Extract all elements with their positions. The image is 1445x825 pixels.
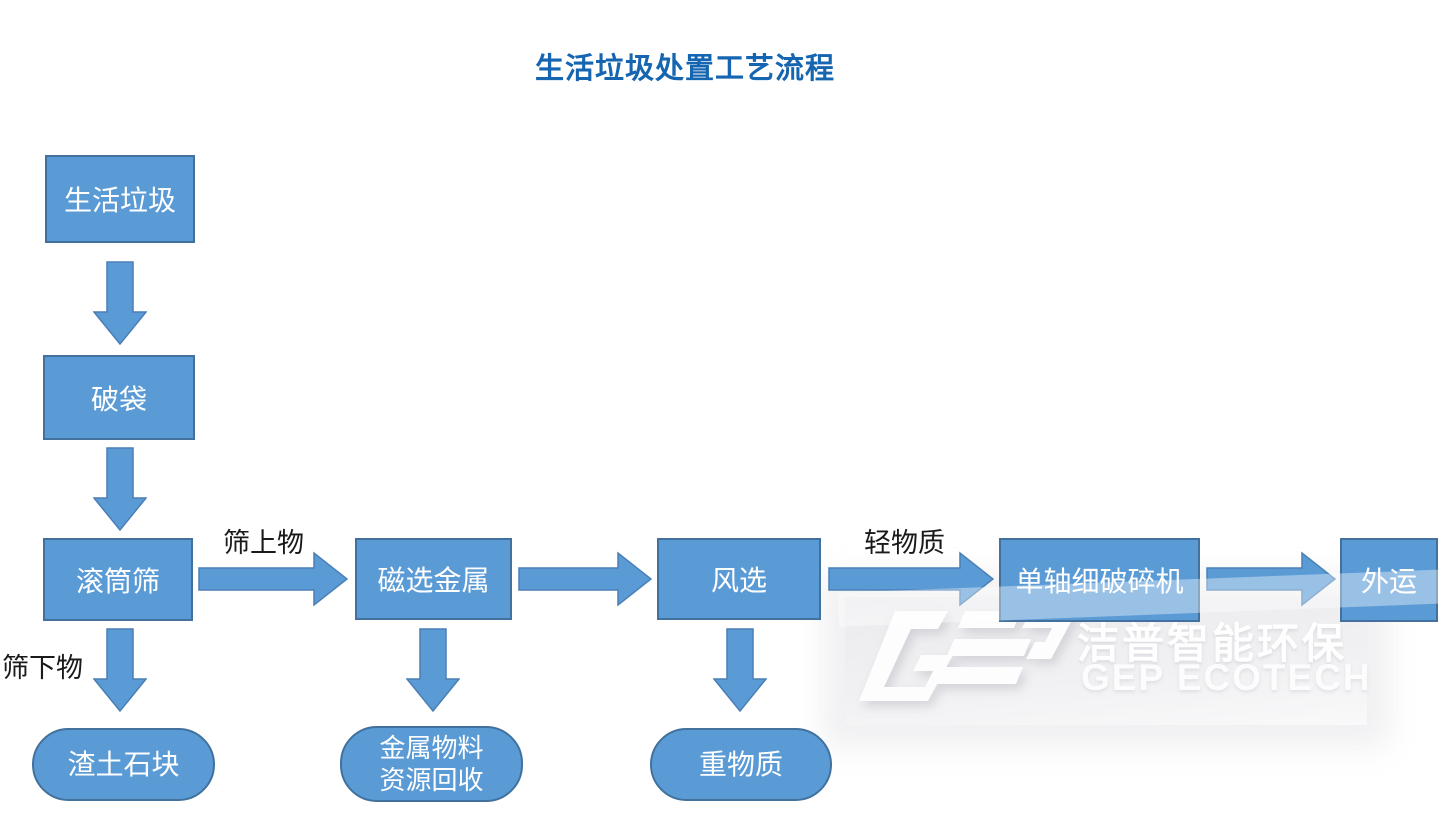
node-label: 滚筒筛 — [75, 565, 160, 597]
watermark-cn-text: 洁普智能环保 — [1077, 620, 1348, 667]
arrow-right-trommel-to-magnetic — [198, 551, 348, 607]
arrow-right-shredder-to-transport — [1206, 551, 1336, 607]
node-outbound-transport: 外运 — [1340, 538, 1438, 622]
terminal-slag-stones: 渣土石块 — [32, 728, 215, 801]
edge-label-sieve-overflow: 筛上物 — [223, 528, 304, 558]
arrow-down-waste-to-bagbreak — [93, 261, 147, 345]
terminal-label: 渣土石块 — [67, 748, 180, 780]
arrow-down-bagbreak-to-trommel — [93, 447, 147, 531]
arrow-down-magnetic-to-metal — [406, 628, 460, 712]
arrow-down-airsep-to-heavy — [713, 628, 767, 712]
edge-label-light-material: 轻物质 — [864, 528, 945, 558]
arrow-down-trommel-to-slag — [93, 628, 147, 712]
node-label: 破袋 — [90, 383, 147, 415]
terminal-heavy-material: 重物质 — [650, 728, 832, 801]
arrow-right-airsep-to-shredder — [828, 551, 994, 607]
node-air-separation: 风选 — [657, 538, 821, 620]
node-label: 生活垃圾 — [63, 185, 176, 216]
arrow-right-magnetic-to-airsep — [518, 551, 652, 607]
node-label: 磁选金属 — [377, 565, 490, 596]
terminal-label-line1: 金属物料 — [379, 732, 484, 763]
node-single-shaft-shredder: 单轴细破碎机 — [999, 538, 1200, 622]
node-label: 外运 — [1360, 566, 1417, 597]
node-label: 单轴细破碎机 — [1015, 566, 1184, 597]
node-label: 风选 — [710, 565, 767, 596]
terminal-metal-recovery: 金属物料 资源回收 — [340, 726, 523, 802]
terminal-label: 重物质 — [698, 748, 783, 780]
terminal-label-line2: 资源回收 — [379, 765, 484, 795]
node-bag-breaking: 破袋 — [43, 355, 195, 440]
edge-label-sieve-underflow: 筛下物 — [2, 653, 83, 683]
node-household-waste: 生活垃圾 — [45, 155, 195, 243]
node-trommel-screen: 滚筒筛 — [43, 538, 193, 621]
page-title: 生活垃圾处置工艺流程 — [534, 53, 835, 85]
node-magnetic-separation: 磁选金属 — [355, 538, 512, 620]
watermark-en-text: GEP ECOTECH — [1081, 657, 1372, 698]
